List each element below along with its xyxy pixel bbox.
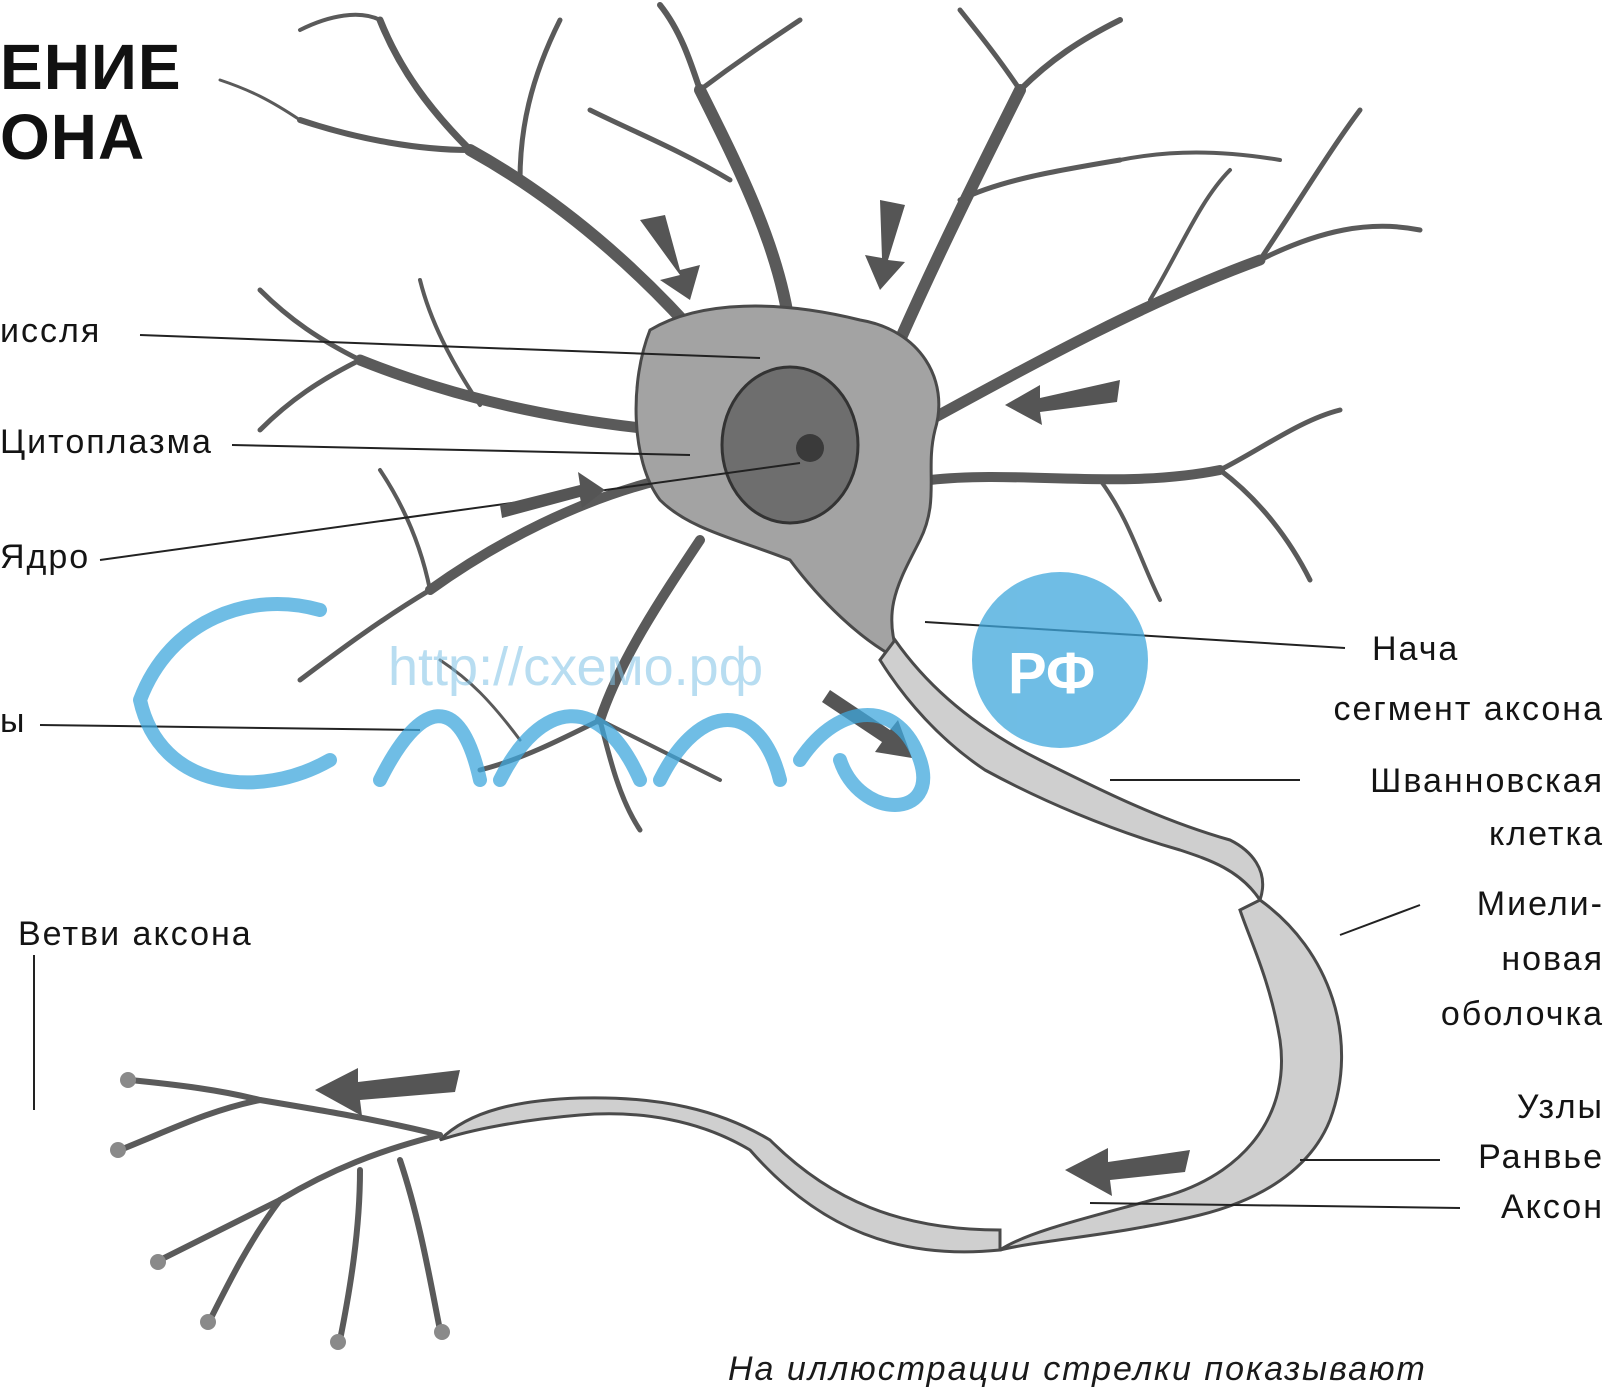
label-axon: Аксон [1501, 1188, 1604, 1227]
label-initial-segment-1: Нача [1372, 630, 1459, 669]
nucleolus-shape [796, 434, 824, 462]
label-myelin-2: новая [1501, 940, 1604, 979]
label-myelin-3: оболочка [1441, 995, 1604, 1034]
title-line-2: ОНА [0, 100, 145, 174]
label-schwann-2: клетка [1489, 815, 1604, 854]
label-ranvier-1: Узлы [1517, 1088, 1604, 1127]
watermark-badge: РФ [1008, 640, 1095, 707]
label-axon-branches: Ветви аксона [18, 915, 253, 954]
label-myelin-1: Миели- [1477, 885, 1604, 924]
caption: На иллюстрации стрелки показывают [728, 1350, 1427, 1389]
label-schwann-1: Шванновская [1370, 762, 1604, 801]
axon-terminals [120, 1080, 440, 1340]
label-nissl: иссля [0, 312, 101, 351]
title-line-1: ЕНИЕ [0, 30, 182, 104]
terminal-buttons [110, 1072, 450, 1350]
label-nucleus: Ядро [0, 538, 90, 577]
label-dendrites: ы [0, 702, 26, 741]
watermark-url: http://схемо.рф [388, 636, 763, 698]
nucleus-shape [722, 367, 858, 523]
label-ranvier-2: Ранвье [1478, 1138, 1604, 1177]
label-cytoplasm: Цитоплазма [0, 423, 213, 462]
label-initial-segment-2: сегмент аксона [1333, 690, 1604, 729]
